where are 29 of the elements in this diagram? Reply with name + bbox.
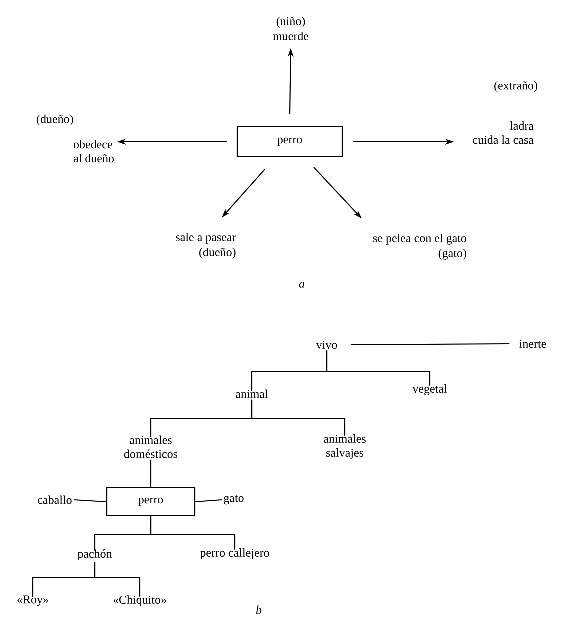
connector-line	[150, 516, 236, 550]
concept-label: se pelea con el gato (gato)	[374, 234, 467, 260]
concept-label: (dueño) obedece al dueño	[37, 114, 114, 163]
connector-line	[326, 350, 431, 386]
concept-label: inerte	[520, 340, 546, 348]
concept-label: vegetal	[412, 384, 448, 396]
concept-label: caballo	[38, 496, 72, 504]
connector-line	[94, 562, 141, 597]
concept-label: vivo	[316, 340, 338, 350]
connector-line	[150, 460, 152, 488]
connector-line	[196, 499, 222, 503]
concept-label: pachón	[78, 550, 112, 560]
concept-box: perro	[106, 487, 196, 517]
concept-label: «Chiquito»	[114, 596, 166, 606]
connector-line	[74, 499, 106, 503]
figure-letter: a	[299, 282, 305, 288]
concept-box: perro	[236, 126, 344, 158]
figure-letter: b	[256, 606, 262, 614]
concept-label: animales domésticos	[124, 436, 178, 458]
concept-label: sale a pasear (dueño)	[176, 232, 236, 259]
concept-label: animal	[236, 390, 268, 398]
concept-label: «Roy»	[18, 596, 48, 606]
concept-label: (niño) muerde	[273, 16, 309, 40]
concept-label: animales salvajes	[324, 434, 366, 460]
concept-label: (extraño) ladra cuida la casa	[473, 81, 538, 144]
connector-line	[351, 343, 510, 346]
concept-label: perro callejero	[200, 548, 270, 560]
concept-label: gato	[224, 495, 244, 505]
connector-line	[251, 400, 346, 436]
